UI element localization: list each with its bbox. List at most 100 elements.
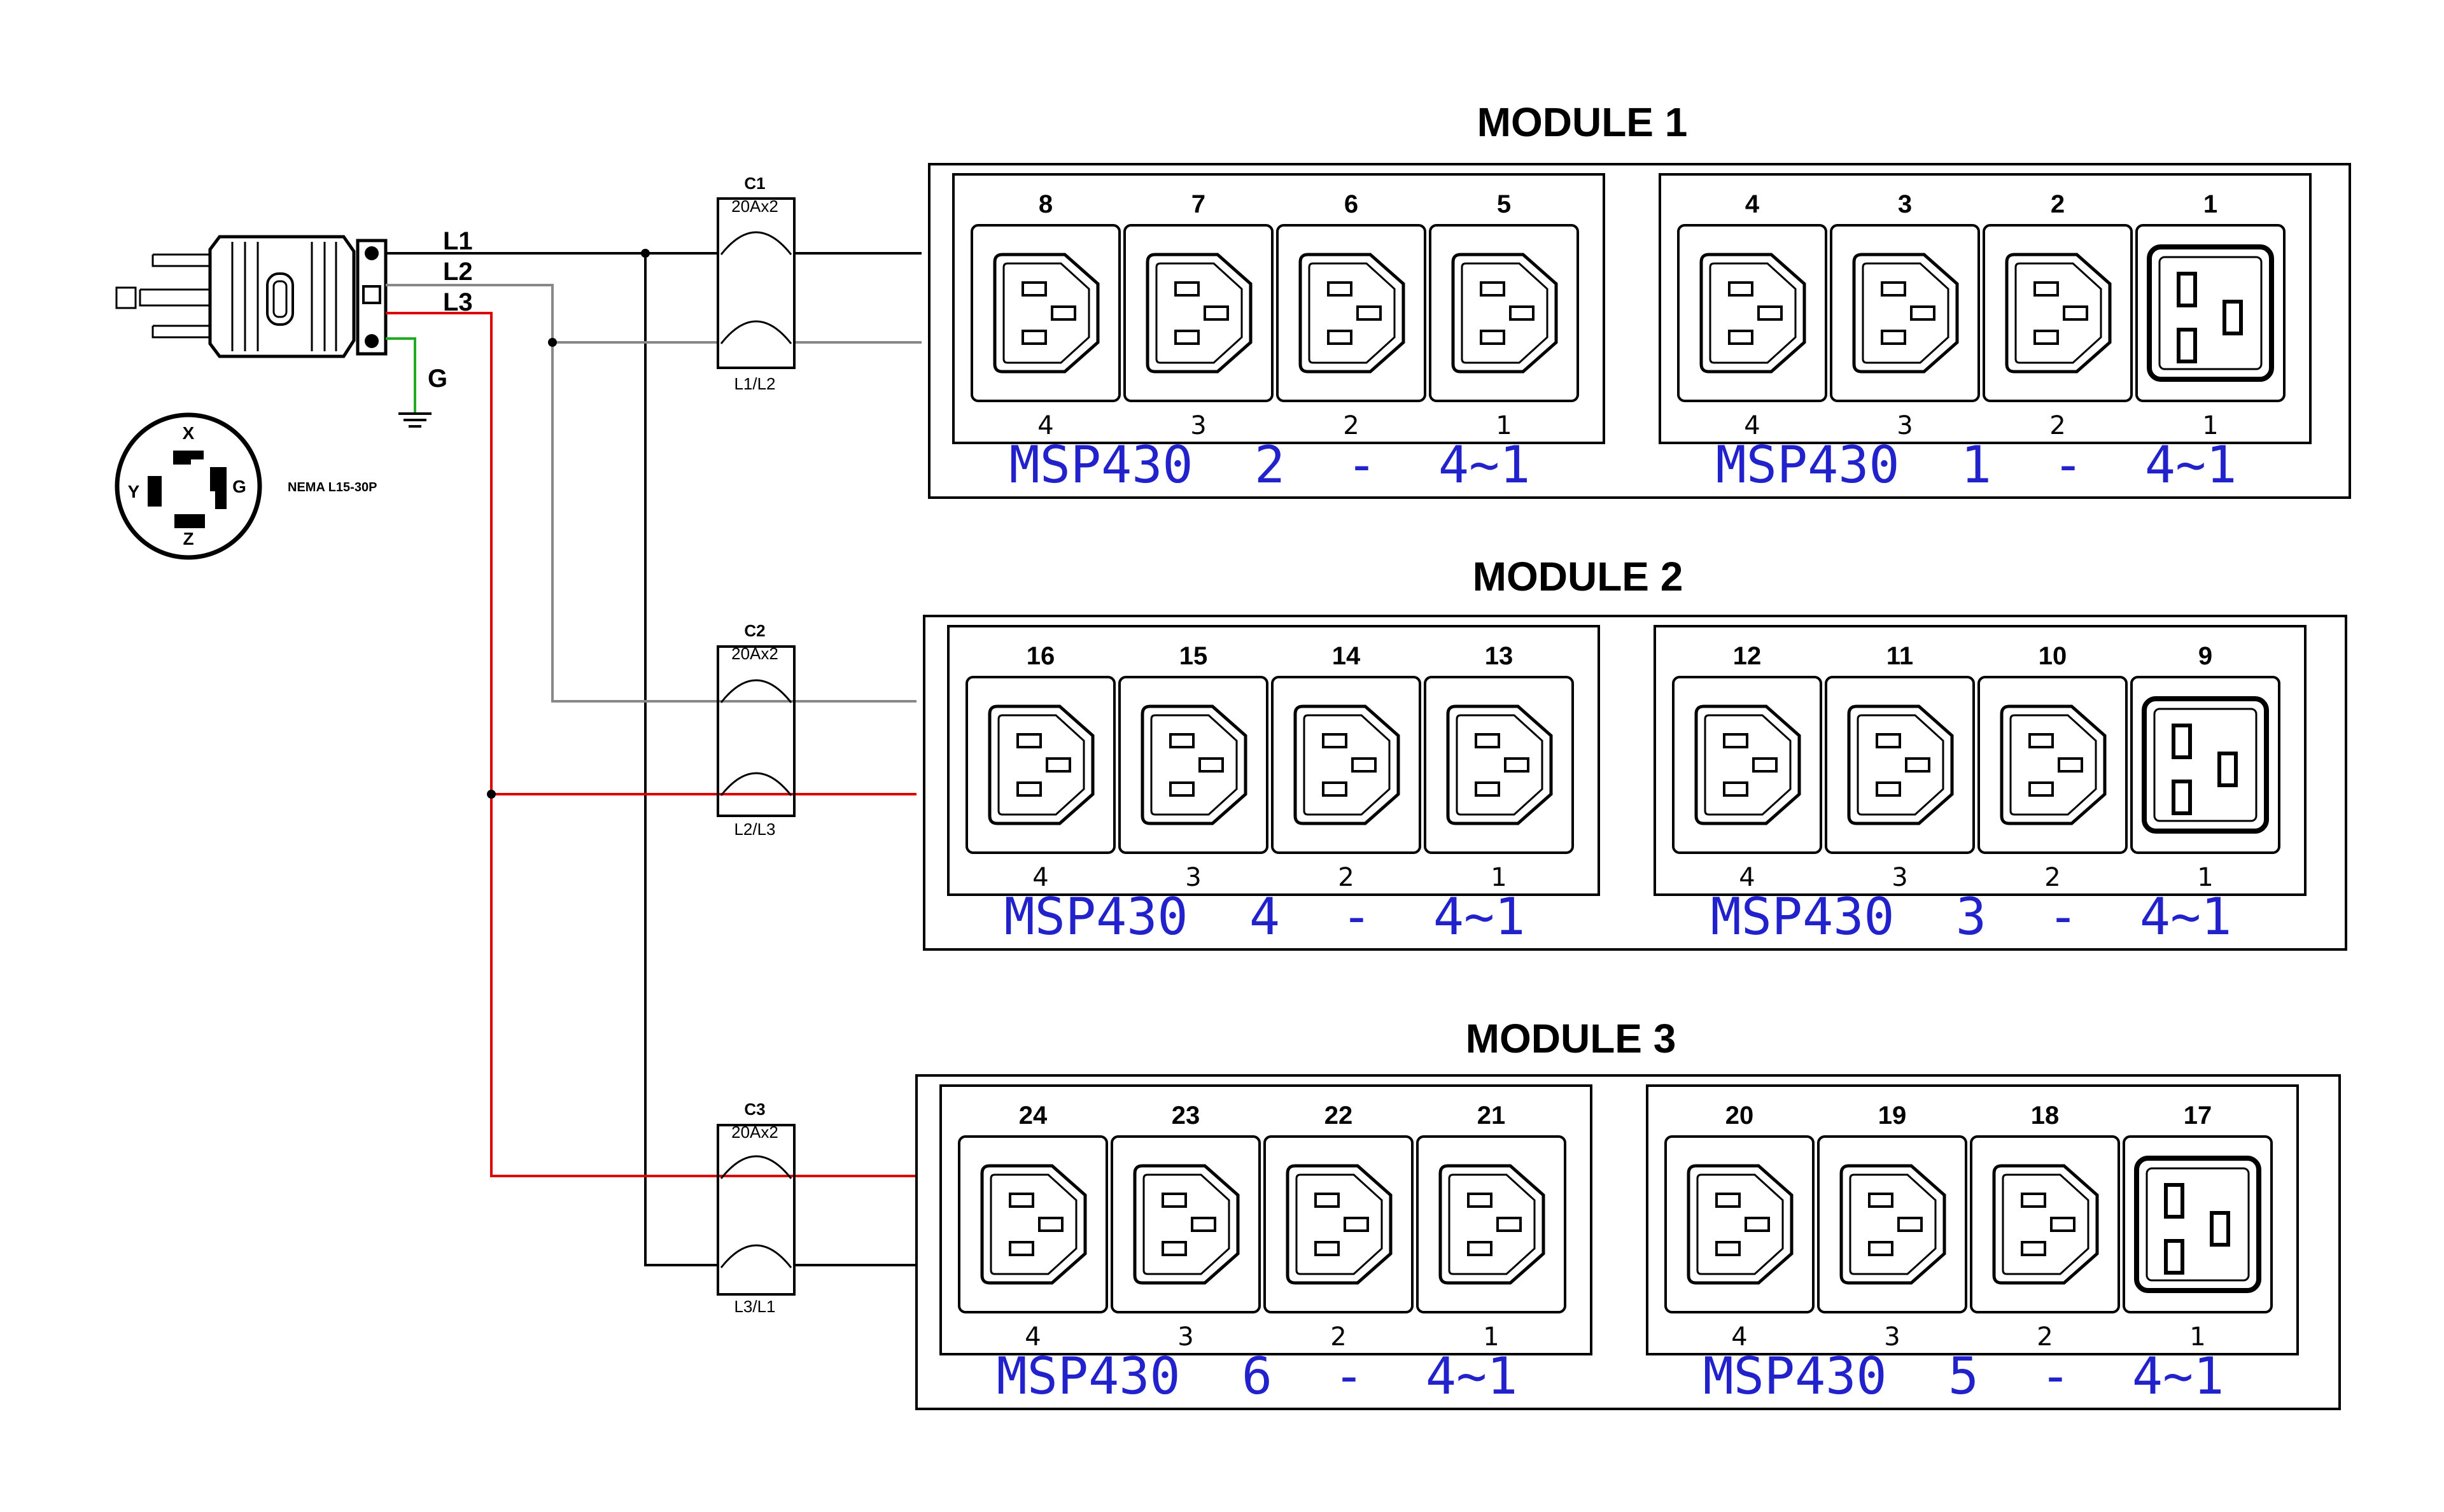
c13-outlet-icon (971, 224, 1121, 402)
line-label-l2: L2 (443, 258, 473, 286)
c13-outlet-icon (1830, 224, 1980, 402)
outlet-number: 6 (1344, 190, 1358, 218)
channel-number: 4 (1037, 411, 1053, 440)
c13-outlet-icon (1983, 224, 2133, 402)
c13-outlet-icon (1825, 676, 1975, 854)
channel-number: 1 (1483, 1322, 1499, 1352)
outlet-number: 13 (1485, 642, 1513, 670)
breaker-c1-id: C1 (744, 174, 765, 193)
c13-outlet-icon (1111, 1135, 1261, 1313)
c19-outlet-icon (2130, 676, 2280, 854)
pdu-strip-label: MSP430 6 - 4~1 (997, 1347, 1518, 1406)
channel-number: 2 (1330, 1322, 1346, 1352)
channel-number: 2 (2049, 411, 2065, 440)
channel-number: 2 (1338, 863, 1354, 892)
c13-outlet-icon (1977, 676, 2128, 854)
l15-30p-plug-icon (115, 235, 388, 358)
channel-number: 1 (2202, 411, 2218, 440)
c13-outlet-icon (1276, 224, 1426, 402)
channel-number: 1 (1496, 411, 1512, 440)
outlet-number: 9 (2198, 642, 2212, 670)
outlet-number: 2 (2051, 190, 2065, 218)
outlet-number: 3 (1898, 190, 1912, 218)
pin-letter-x: X (183, 423, 195, 443)
channel-number: 2 (1343, 411, 1359, 440)
outlet-number: 7 (1191, 190, 1205, 218)
channel-number: 3 (1190, 411, 1206, 440)
nema-receptacle-icon: X Y G Z (115, 412, 262, 560)
outlet-number: 14 (1332, 642, 1361, 670)
outlet-number: 5 (1497, 190, 1511, 218)
c13-outlet-icon (966, 676, 1116, 854)
channel-number: 4 (1025, 1322, 1041, 1352)
c13-outlet-icon (1817, 1135, 1967, 1313)
c13-outlet-icon (958, 1135, 1108, 1313)
breaker-c2: C2 20Ax2 L2/L3 (717, 621, 796, 839)
channel-number: 3 (1897, 411, 1913, 440)
line-label-l1: L1 (443, 227, 473, 255)
pdu-strip-label: MSP430 1 - 4~1 (1716, 435, 2237, 494)
outlet-number: 20 (1725, 1102, 1754, 1130)
breaker-c3-pair: L3/L1 (734, 1297, 775, 1316)
c13-outlet-icon (1424, 676, 1574, 854)
outlet-number: 23 (1172, 1102, 1200, 1130)
outlet-number: 18 (2031, 1102, 2060, 1130)
c13-outlet-icon (1677, 224, 1827, 402)
channel-number: 2 (2037, 1322, 2053, 1352)
pin-letter-z: Z (183, 529, 193, 549)
outlet-number: 4 (1745, 190, 1760, 218)
breaker-c3-id: C3 (744, 1100, 765, 1119)
breaker-c3: C3 20Ax2 L3/L1 (717, 1100, 796, 1316)
channel-number: 2 (2044, 863, 2060, 892)
channel-number: 4 (1739, 863, 1755, 892)
channel-number: 3 (1177, 1322, 1193, 1352)
pdu-strip-label: MSP430 5 - 4~1 (1703, 1347, 2224, 1406)
outlet-number: 19 (1878, 1102, 1907, 1130)
breaker-c2-pair: L2/L3 (734, 820, 775, 839)
channel-number: 1 (2197, 863, 2213, 892)
channel-number: 1 (2189, 1322, 2205, 1352)
wiring (386, 249, 922, 1266)
line-label-l3: L3 (443, 288, 473, 316)
outlet-number: 16 (1027, 642, 1055, 670)
nema-receptacle-name: NEMA L15-30P (288, 480, 377, 494)
outlet-number: 22 (1324, 1102, 1353, 1130)
c13-outlet-icon (1118, 676, 1268, 854)
c13-outlet-icon (1672, 676, 1822, 854)
outlet-number: 15 (1179, 642, 1208, 670)
module-1-title: MODULE 1 (1477, 99, 1688, 145)
c13-outlet-icon (1416, 1135, 1566, 1313)
c13-outlet-icon (1271, 676, 1421, 854)
pin-letter-y: Y (128, 482, 140, 501)
outlet-number: 24 (1019, 1102, 1048, 1130)
channel-number: 4 (1744, 411, 1760, 440)
c13-outlet-icon (1429, 224, 1579, 402)
outlet-number: 17 (2184, 1102, 2212, 1130)
c19-outlet-icon (2123, 1135, 2273, 1313)
breaker-c1-pair: L1/L2 (734, 374, 775, 393)
c13-outlet-icon (1970, 1135, 2120, 1313)
module-3-title: MODULE 3 (1466, 1016, 1676, 1061)
outlet-number: 10 (2039, 642, 2067, 670)
outlet-number: 11 (1886, 642, 1913, 670)
c13-outlet-icon (1664, 1135, 1815, 1313)
outlet-number: 21 (1477, 1102, 1506, 1130)
outlet-number: 12 (1733, 642, 1762, 670)
channel-number: 3 (1892, 863, 1907, 892)
channel-number: 4 (1032, 863, 1048, 892)
channel-number: 4 (1731, 1322, 1747, 1352)
pdu-strip-label: MSP430 4 - 4~1 (1004, 887, 1526, 946)
c13-outlet-icon (1263, 1135, 1414, 1313)
outlet-number: 8 (1039, 190, 1053, 218)
pdu-strip-label: MSP430 3 - 4~1 (1711, 887, 2232, 946)
